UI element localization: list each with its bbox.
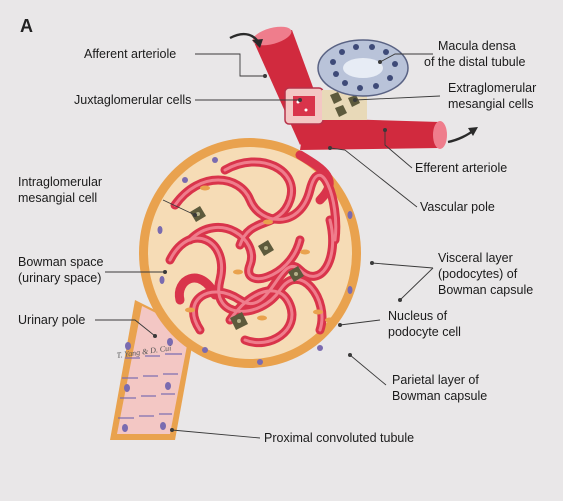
label-nucleus-line2: podocyte cell	[388, 325, 461, 339]
juxtaglomerular-cells	[284, 87, 324, 125]
label-extraglomerular-line2: mesangial cells	[448, 97, 533, 111]
label-proximal-tubule: Proximal convoluted tubule	[264, 431, 414, 445]
label-visceral-line1: Visceral layer	[438, 251, 513, 265]
label-intraglomerular-line2: mesangial cell	[18, 191, 97, 205]
panel-letter: A	[20, 16, 33, 36]
label-parietal-line1: Parietal layer of	[392, 373, 479, 387]
macula-densa	[317, 39, 409, 97]
label-afferent-arteriole: Afferent arteriole	[84, 47, 176, 61]
labels: Afferent arteriole Juxtaglomerular cells…	[18, 39, 536, 445]
label-efferent-arteriole: Efferent arteriole	[415, 161, 507, 175]
label-juxtaglomerular-cells: Juxtaglomerular cells	[74, 93, 191, 107]
intraglomerular-mesangial-cells	[190, 206, 304, 330]
label-macula-densa-line2: of the distal tubule	[424, 55, 526, 69]
label-visceral-line3: Bowman capsule	[438, 283, 533, 297]
label-urinary-pole: Urinary pole	[18, 313, 85, 327]
label-bowman-space-line2: (urinary space)	[18, 271, 101, 285]
label-visceral-line2: (podocytes) of	[438, 267, 518, 281]
glomerular-capillaries	[165, 150, 341, 348]
label-extraglomerular-line1: Extraglomerular	[448, 81, 536, 95]
label-parietal-line2: Bowman capsule	[392, 389, 487, 403]
label-vascular-pole: Vascular pole	[420, 200, 495, 214]
label-macula-densa-line1: Macula densa	[438, 39, 516, 53]
efferent-arteriole-vessel	[300, 118, 478, 150]
label-bowman-space-line1: Bowman space	[18, 255, 104, 269]
label-intraglomerular-line1: Intraglomerular	[18, 175, 102, 189]
label-nucleus-line1: Nucleus of	[388, 309, 448, 323]
leader-lines	[95, 53, 441, 439]
